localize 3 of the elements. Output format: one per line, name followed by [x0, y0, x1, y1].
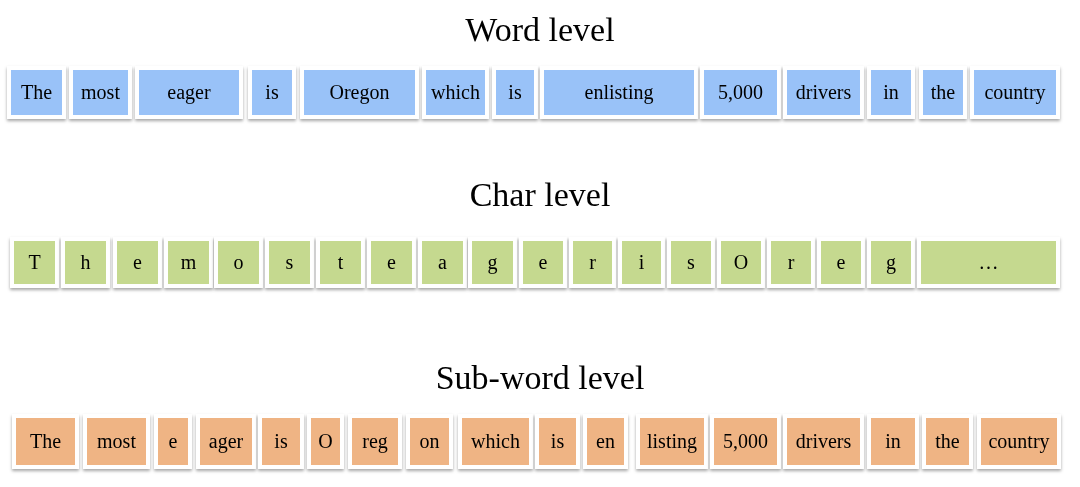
row-heading: Char level [469, 175, 611, 215]
row-heading: Word level [465, 10, 615, 50]
row-heading: Sub-word level [435, 358, 645, 398]
